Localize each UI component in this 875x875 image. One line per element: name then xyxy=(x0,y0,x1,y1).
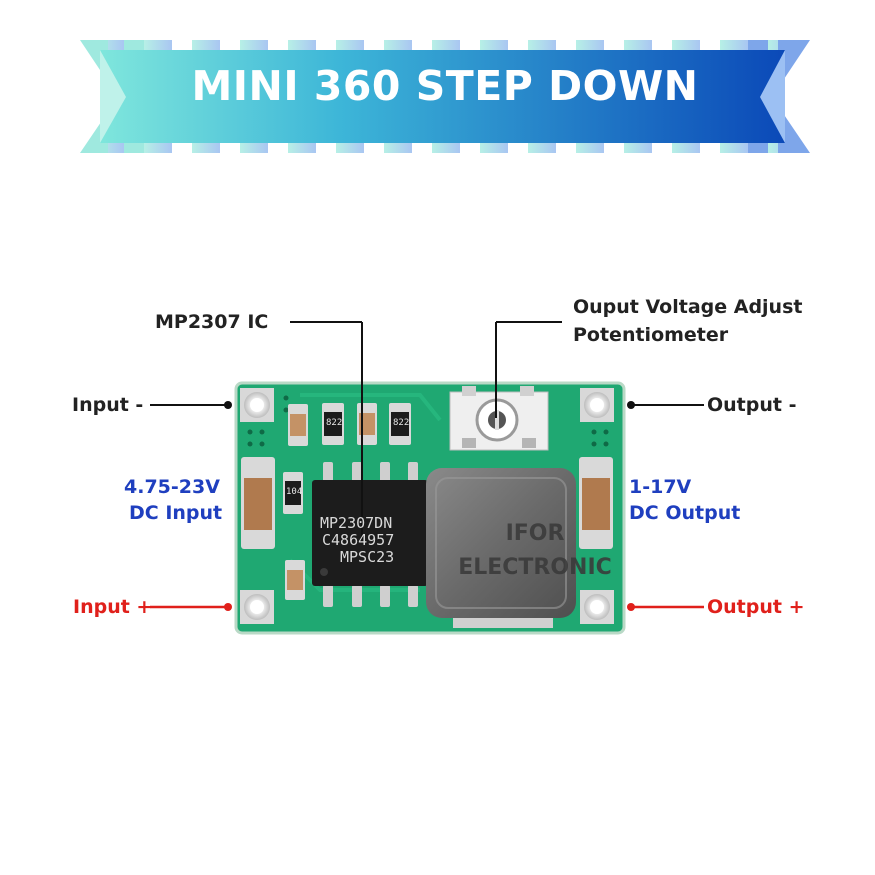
ic-pins xyxy=(323,462,418,607)
pad-output-minus xyxy=(580,388,614,422)
resistor-822-b xyxy=(389,403,411,445)
pad-input-plus xyxy=(240,590,274,624)
pad-input-minus xyxy=(240,388,274,422)
resistor-c-marking: 104 xyxy=(286,487,303,497)
resistor-a-marking: 822 xyxy=(326,418,343,428)
capacitor-small-3 xyxy=(285,560,305,600)
chip-line-3: MPSC23 xyxy=(340,548,395,566)
label-ic: MP2307 IC xyxy=(155,311,269,333)
watermark-line-1: IFOR xyxy=(505,521,565,546)
label-input-minus: Input - xyxy=(72,394,144,416)
label-output-plus: Output + xyxy=(707,596,805,618)
chip-line-1: MP2307DN xyxy=(320,514,393,532)
capacitor-small-1 xyxy=(288,404,308,446)
pad-output-plus xyxy=(580,590,614,624)
label-pot-line-1: Ouput Voltage Adjust xyxy=(573,296,803,318)
potentiometer xyxy=(449,386,549,451)
label-input-dc: DC Input xyxy=(129,502,223,524)
banner-band xyxy=(100,50,785,143)
resistor-822-a xyxy=(322,403,344,445)
label-input-plus: Input + xyxy=(73,596,153,618)
capacitor-input xyxy=(241,457,275,549)
banner-title: MINI 360 STEP DOWN xyxy=(191,62,699,110)
watermark-line-2: ELECTRONIC xyxy=(458,555,612,580)
output-plus-line xyxy=(627,603,704,611)
output-minus-line xyxy=(627,401,704,409)
input-minus-line xyxy=(150,401,232,409)
ic-leader-line xyxy=(290,321,363,542)
pot-leader-line xyxy=(495,321,562,418)
chip-line-2: C4864957 xyxy=(322,531,395,549)
label-input-voltage: 4.75-23V xyxy=(124,476,220,498)
capacitor-small-2 xyxy=(357,403,377,445)
label-output-minus: Output - xyxy=(707,394,797,416)
resistor-b-marking: 822 xyxy=(393,418,410,428)
label-output-voltage: 1-17V xyxy=(629,476,692,498)
inductor xyxy=(426,468,576,628)
resistor-104 xyxy=(283,472,303,514)
watermark: IFOR ELECTRONIC xyxy=(446,517,624,585)
label-pot-line-2: Potentiometer xyxy=(573,324,729,346)
label-output-dc: DC Output xyxy=(629,502,741,524)
ic-chip xyxy=(312,480,428,586)
capacitor-output xyxy=(579,457,613,549)
input-plus-line xyxy=(150,603,232,611)
